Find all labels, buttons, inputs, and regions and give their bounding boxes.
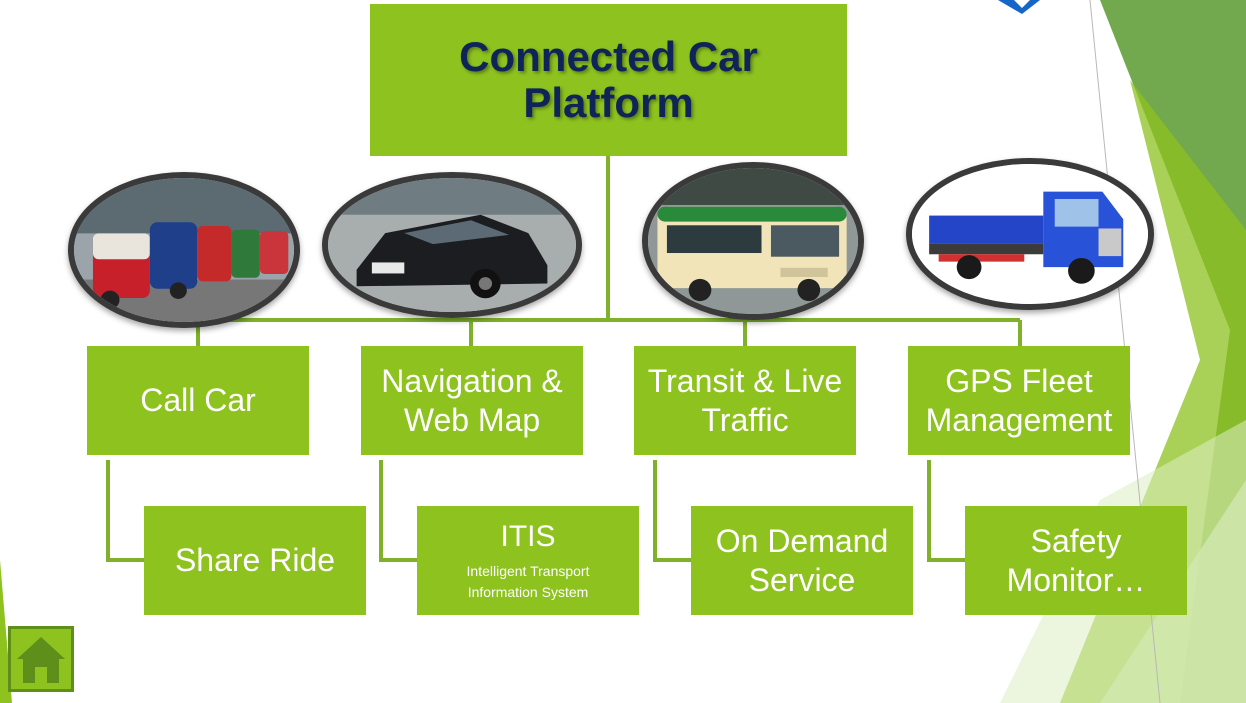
category-transit: Transit & Live Traffic (634, 346, 856, 455)
sub-on-demand: On Demand Service (691, 506, 913, 615)
sub-label: On Demand Service (715, 523, 889, 598)
sub-share-ride: Share Ride (144, 506, 366, 615)
sub-note: Intelligent Transport Information System (466, 562, 590, 600)
sub-safety-monitor: Safety Monitor… (965, 506, 1187, 615)
category-label: Call Car (140, 382, 256, 419)
minibus-photo (642, 162, 864, 320)
category-navigation: Navigation & Web Map (361, 346, 583, 455)
home-button[interactable] (8, 626, 74, 692)
sub-label: Share Ride (174, 542, 336, 579)
category-label: Navigation & Web Map (381, 363, 563, 438)
category-gps-fleet: GPS Fleet Management (908, 346, 1130, 455)
sedan-car-photo (322, 172, 582, 318)
sub-label: Safety Monitor… (1006, 523, 1146, 598)
category-label: Transit & Live Traffic (647, 363, 843, 438)
diagram-title: Connected Car Platform (459, 32, 758, 126)
category-label: GPS Fleet Management (925, 363, 1113, 438)
home-icon (17, 637, 65, 683)
sub-itis: ITIS Intelligent Transport Information S… (417, 506, 639, 615)
category-call-car: Call Car (87, 346, 309, 455)
title-box: Connected Car Platform (370, 4, 847, 156)
sub-label: ITIS (500, 519, 556, 553)
taxi-queue-photo (68, 172, 300, 328)
truck-photo (906, 158, 1154, 310)
